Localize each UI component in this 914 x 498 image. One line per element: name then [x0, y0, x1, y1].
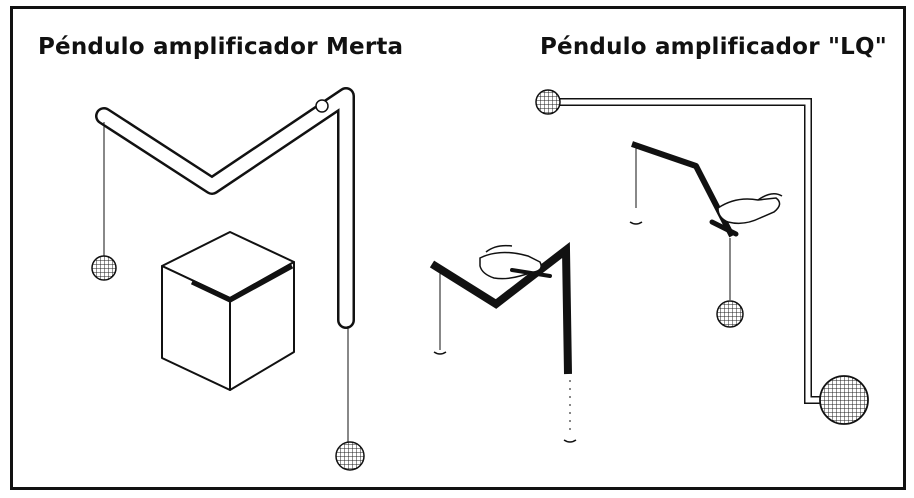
cube-icon: [161, 231, 295, 391]
wire-globe-icon: [335, 441, 365, 471]
pointing-hand-icon: [709, 193, 783, 237]
pointing-hand-icon: [479, 244, 552, 280]
wire-globe-icon: [819, 375, 869, 425]
middle-pendulum: [429, 241, 577, 443]
merta-tube-fill: [97, 89, 353, 327]
wire-globe-icon: [716, 300, 744, 328]
merta-pendulum: [91, 87, 365, 471]
middle-m-frame: [429, 241, 572, 375]
figure-frame: [10, 6, 906, 490]
lq-pendulum: [535, 89, 869, 425]
wire-globe-icon: [535, 89, 561, 115]
lq-rail-fill: [550, 99, 840, 403]
merta-pivot-icon: [315, 99, 329, 113]
right-title: Péndulo amplificador "LQ": [540, 34, 887, 60]
left-title: Péndulo amplificador Merta: [38, 34, 404, 60]
lq-rail-outline: [550, 98, 840, 404]
wire-globe-icon: [91, 255, 117, 281]
